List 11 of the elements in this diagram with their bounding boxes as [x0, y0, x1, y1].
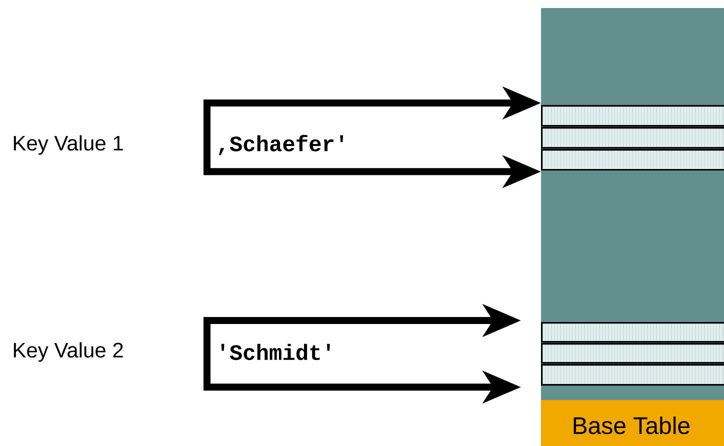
- table-row: [541, 104, 724, 127]
- table-row: [541, 342, 724, 364]
- table-row: [541, 322, 724, 343]
- table-row: [541, 148, 724, 171]
- node-label: Base Table: [574, 416, 690, 434]
- key-label: Key Value 1: [14, 135, 123, 155]
- key-label: Key Value 2: [14, 342, 123, 362]
- key-value-text: 'Schmidt': [221, 344, 330, 360]
- key-value-text: ,Schaefer': [218, 134, 344, 156]
- table-row: [541, 364, 724, 386]
- table-row: [541, 126, 724, 149]
